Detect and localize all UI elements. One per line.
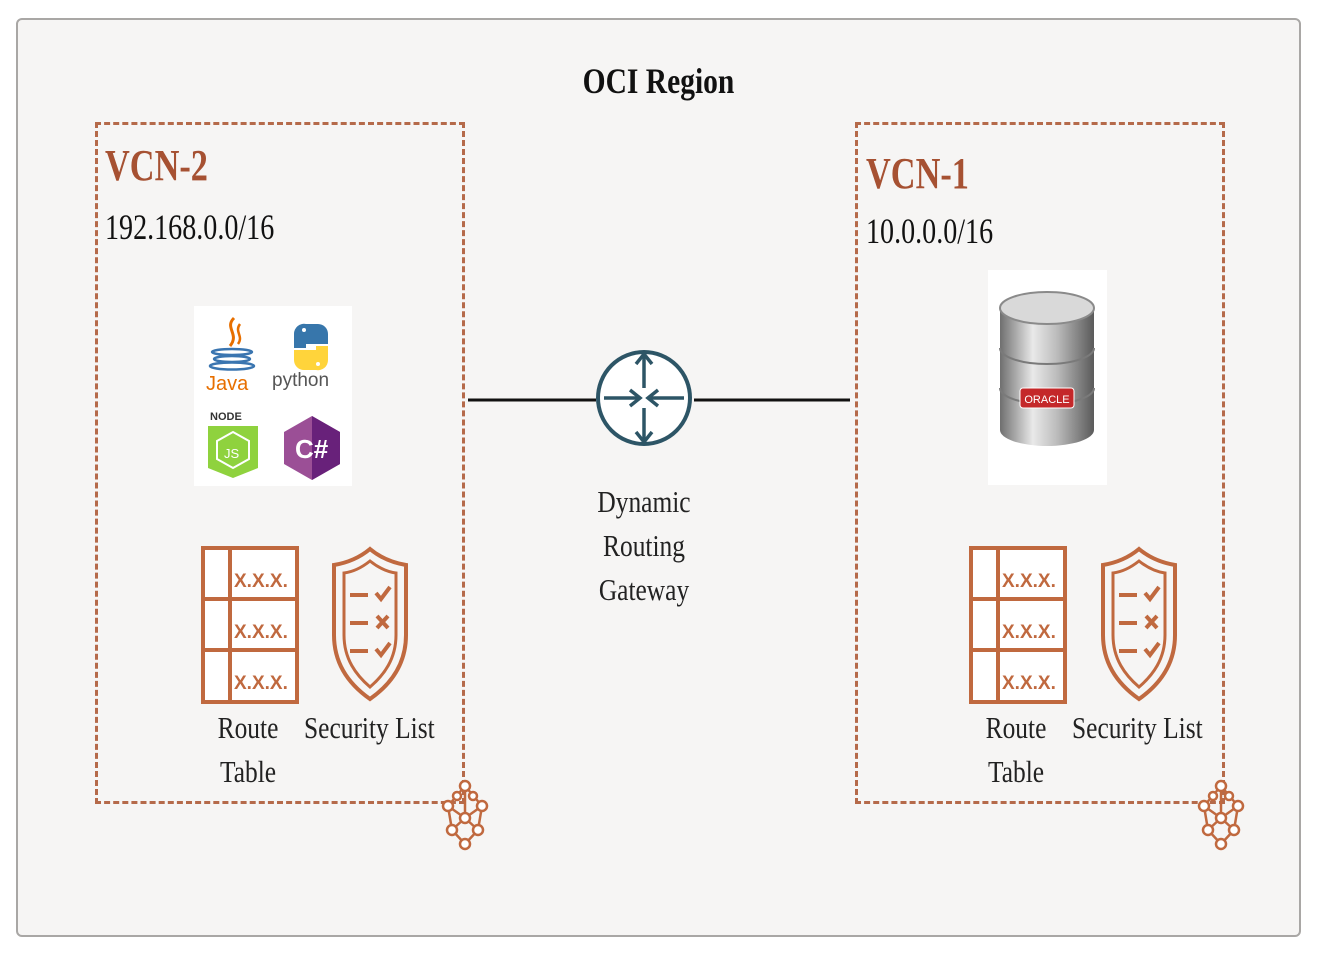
gateway-label: Dynamic Routing Gateway	[587, 480, 702, 612]
vcn-1-box	[855, 122, 1225, 804]
vcn-2-box	[95, 122, 465, 804]
region-title: OCI Region	[582, 61, 735, 101]
vcn1-route-table-icon: X.X.X. X.X.X. X.X.X.	[969, 546, 1067, 704]
csharp-icon: C#	[284, 416, 340, 480]
vcn2-security-list-label: Security List	[304, 710, 435, 745]
vcn-2-title: VCN-2	[105, 141, 208, 190]
java-label: Java	[206, 373, 249, 395]
vcn1-mesh-icon	[1197, 779, 1245, 851]
python-icon: python	[272, 323, 329, 391]
route-entry: X.X.X.	[234, 673, 288, 694]
route-entry: X.X.X.	[1002, 673, 1056, 694]
route-entry: X.X.X.	[1002, 622, 1056, 643]
router-icon	[596, 350, 692, 446]
route-entry: X.X.X.	[234, 571, 288, 592]
route-entry: X.X.X.	[234, 622, 288, 643]
vcn-2-cidr: 192.168.0.0/16	[105, 207, 275, 247]
nodejs-icon: NODE JS	[208, 406, 258, 478]
gateway-label-line2: Routing	[603, 528, 685, 563]
vcn2-mesh-icon	[441, 779, 489, 851]
oracle-database: ORACLE	[988, 270, 1107, 485]
route-label-line1: Route	[985, 710, 1047, 745]
js-label: JS	[224, 446, 240, 461]
route-entry: X.X.X.	[1002, 571, 1056, 592]
vcn-1-title: VCN-1	[866, 149, 969, 198]
language-logos: Java python NODE JS C#	[194, 306, 352, 486]
route-label-line1: Route	[217, 710, 279, 745]
vcn2-route-table-label: Route Table	[205, 706, 290, 794]
csharp-label: C#	[295, 434, 329, 464]
gateway-label-line1: Dynamic	[597, 484, 691, 519]
vcn1-route-table-label: Route Table	[973, 706, 1058, 794]
node-label: NODE	[210, 411, 242, 423]
vcn-1-cidr: 10.0.0.0/16	[866, 211, 994, 251]
vcn1-security-list-label: Security List	[1072, 710, 1203, 745]
vcn1-security-shield-icon	[1101, 546, 1177, 702]
language-logos-art: Java python NODE JS C#	[206, 316, 340, 480]
route-label-line2: Table	[987, 754, 1045, 789]
route-label-line2: Table	[219, 754, 277, 789]
vcn2-route-table-icon: X.X.X. X.X.X. X.X.X.	[201, 546, 299, 704]
oracle-label: ORACLE	[1024, 394, 1069, 406]
vcn2-security-shield-icon	[332, 546, 408, 702]
database-icon: ORACLE	[999, 291, 1095, 446]
python-label: python	[272, 370, 329, 391]
java-icon: Java	[206, 316, 256, 395]
gateway-label-line3: Gateway	[598, 572, 690, 607]
